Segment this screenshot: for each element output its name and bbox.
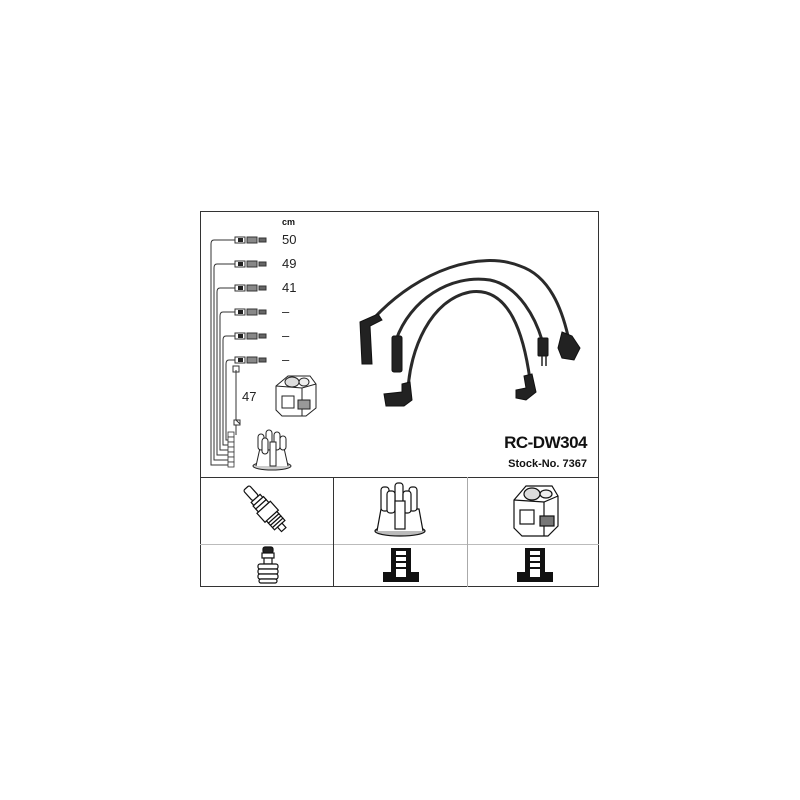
lead-terminals bbox=[234, 236, 267, 364]
plug-terminal-icon bbox=[257, 546, 279, 584]
cap-terminal-icon bbox=[383, 548, 419, 582]
row-divider bbox=[200, 544, 599, 545]
section-divider bbox=[200, 477, 599, 478]
lead-length-3: 41 bbox=[282, 280, 297, 295]
ignition-cable-set-image bbox=[359, 259, 581, 407]
coil-terminal-icon bbox=[517, 548, 553, 582]
column-divider-2 bbox=[467, 477, 468, 587]
lead-length-1: 50 bbox=[282, 232, 297, 247]
model-number: RC-DW304 bbox=[504, 433, 587, 452]
stock-number: Stock-No. 7367 bbox=[508, 458, 587, 470]
distributor-cap-icon bbox=[374, 482, 426, 537]
distributor-cap-icon bbox=[252, 429, 292, 471]
unit-label: cm bbox=[282, 217, 296, 227]
column-divider-1 bbox=[333, 477, 334, 587]
ignition-coil-icon bbox=[275, 375, 317, 417]
coil-lead-length: 47 bbox=[242, 389, 257, 404]
lead-length-2: 49 bbox=[282, 256, 297, 271]
ignition-coil-icon bbox=[513, 485, 559, 537]
lead-length-4: – bbox=[282, 304, 290, 319]
lead-length-5: – bbox=[282, 328, 290, 343]
lead-length-6: – bbox=[282, 352, 290, 367]
diagram-frame bbox=[200, 211, 599, 587]
spark-plug-icon bbox=[243, 485, 287, 533]
